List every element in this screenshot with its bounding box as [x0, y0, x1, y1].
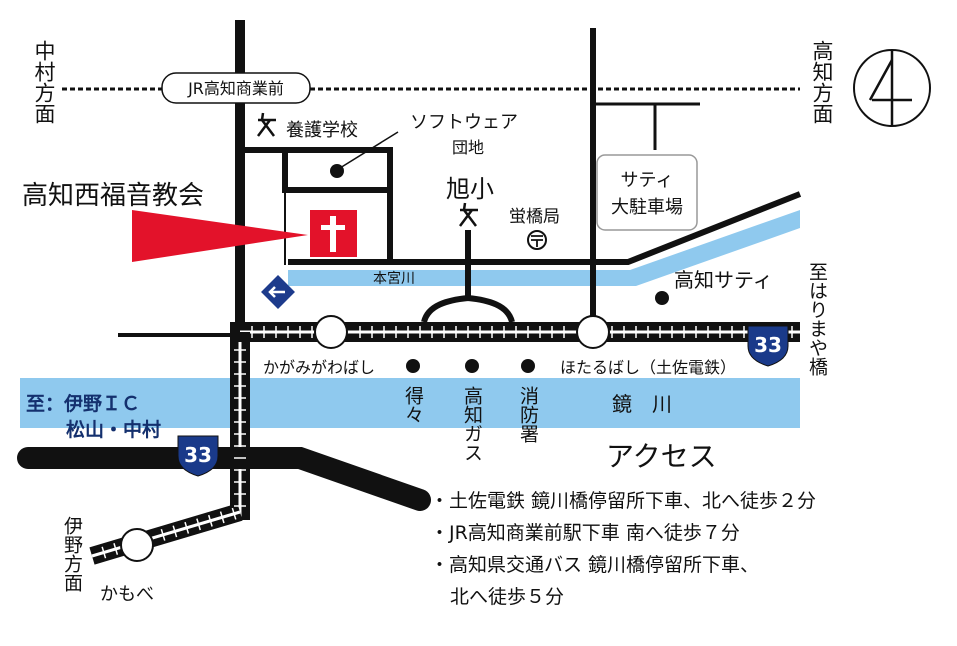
post-office-icon [527, 230, 547, 250]
school-symbol-icon [257, 112, 276, 137]
software-label-1: ソフトウェア [410, 112, 518, 133]
church-pointer [132, 210, 308, 262]
saty-parking-label-2: 大駐車場 [611, 197, 683, 218]
school-block-road [240, 147, 393, 262]
tram-ticks-vertical [234, 349, 246, 507]
toku-label: 得々 [402, 386, 424, 424]
cross-icon [321, 216, 345, 252]
nakamura-direction: 中村方面 [32, 40, 56, 124]
tram-ticks-horizontal [251, 326, 793, 338]
track-tick [219, 511, 225, 524]
honmiya-river [288, 210, 800, 286]
kamobe-label: かもべ [100, 584, 154, 605]
school-symbol-icon [459, 202, 478, 227]
kochi-direction: 高知方面 [810, 40, 834, 124]
kagamigawa-stop-circle [314, 315, 348, 349]
kagami-river-label: 鏡 川 [612, 392, 672, 416]
kochi-gas-label: 高知ガス [461, 386, 483, 462]
access-title: アクセス [606, 440, 717, 473]
jr-station-label: JR高知商業前 [187, 79, 284, 98]
svg-text:33: 33 [754, 333, 782, 357]
kochi-saty-label: 高知サティ [674, 268, 773, 292]
track-tick [113, 543, 119, 555]
fire-station-dot [521, 359, 535, 373]
hotaru-stop-circle [576, 315, 610, 349]
kamobe-stop-circle [120, 528, 154, 562]
track-tick [101, 546, 107, 559]
to-ino-label-2: 松山・中村 [66, 418, 161, 441]
route-shield-icon: 33 [747, 325, 789, 367]
school-junction-road [421, 230, 515, 324]
ino-direction: 伊野方面 [61, 516, 83, 592]
route-33-road [17, 447, 431, 511]
yogo-school-label: 養護学校 [286, 120, 358, 141]
harimaya-direction: 至はりまや橋 [806, 262, 828, 377]
hotaru-post-label: 蛍橋局 [509, 207, 560, 227]
track-tick [160, 528, 166, 541]
riverside-road [288, 191, 802, 265]
saty-parking-box [596, 154, 698, 231]
route-shield-icon: 33 [177, 435, 219, 477]
kamobe-track [91, 510, 241, 558]
access-line-3: ・高知県交通バス 鏡川橋停留所下車、 [430, 554, 759, 576]
track-tick [196, 518, 201, 531]
asahi-school-label: 旭小 [446, 175, 494, 203]
hotaru-stop-label: ほたるばし（土佐電鉄） [560, 358, 736, 377]
north-arrow-icon [853, 49, 931, 127]
kagamigawa-stop-label: かがみがわばし [263, 358, 375, 377]
track-tick [172, 525, 178, 538]
access-line-1: ・土佐電鉄 鏡川橋停留所下車、北へ徒歩２分 [430, 490, 816, 512]
svg-text:33: 33 [184, 443, 212, 467]
access-line-4: 北へ徒歩５分 [450, 586, 564, 608]
tram-ticks-kamobe [101, 507, 237, 559]
track-tick [184, 521, 190, 534]
software-label-2: 団地 [452, 138, 484, 157]
kagami-river [20, 378, 800, 428]
access-line-2: ・JR高知商業前駅下車 南へ徒歩７分 [430, 522, 740, 544]
software-leader [339, 131, 399, 169]
saty-parking-label-1: サティ [621, 170, 674, 191]
saty-dot [655, 291, 669, 305]
church-label: 高知西福音教会 [22, 181, 204, 211]
fire-station-label: 消防署 [517, 386, 539, 443]
jr-station-box [161, 72, 311, 104]
kochi-gas-dot [465, 359, 479, 373]
toku-dot [406, 359, 420, 373]
track-tick [231, 507, 237, 520]
honmiya-river-label: 本宮川 [373, 271, 415, 287]
to-ino-label-1: 至：伊野ＩＣ [26, 392, 140, 415]
track-tick [207, 514, 213, 527]
